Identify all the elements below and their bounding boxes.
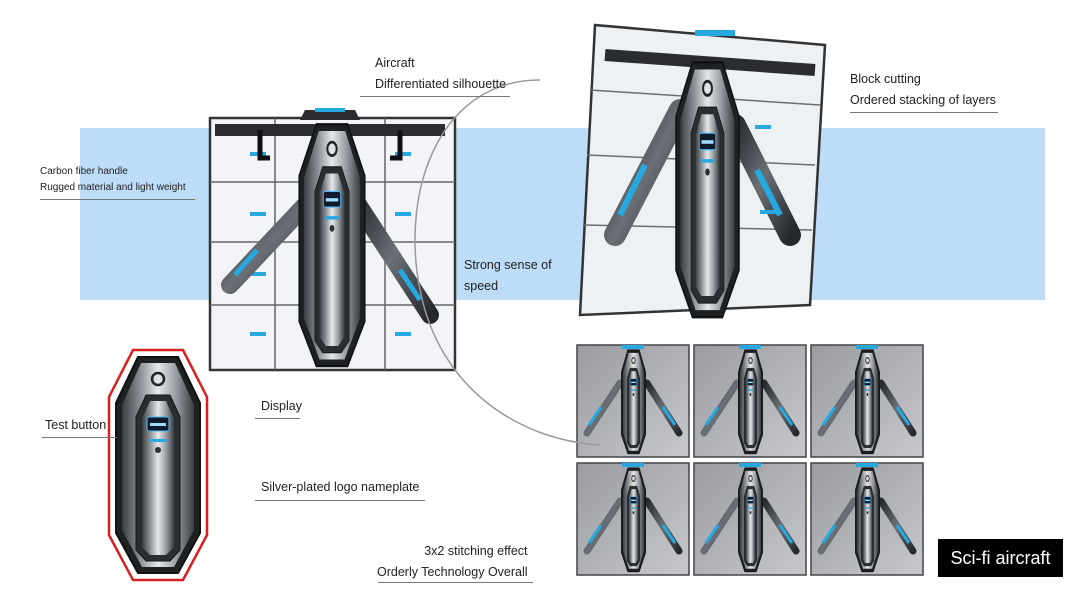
annotation-logo-plate: Silver-plated logo nameplate	[261, 480, 420, 494]
underline	[360, 96, 510, 97]
aircraft-perspective-sketch	[578, 23, 827, 319]
annotation-display: Display	[261, 399, 302, 413]
annotation-aircraft: Aircraft Differentiated silhouette	[375, 56, 507, 91]
aircraft-front-sketch	[208, 108, 457, 372]
annotation-stitching: 3x2 stitching effect Orderly Technology …	[377, 544, 528, 579]
annotation-block-cutting: Block cutting Ordered stacking of layers	[850, 72, 996, 107]
underline	[40, 199, 195, 200]
underline	[378, 582, 533, 583]
underline	[255, 418, 300, 419]
underline	[255, 500, 425, 501]
annotation-test-button: Test button	[45, 418, 107, 432]
stitching-grid-3x2	[575, 343, 925, 578]
underline	[42, 437, 117, 438]
annotation-carbon-handle: Carbon fiber handle Rugged material and …	[40, 166, 186, 193]
device-detail-sketch	[107, 348, 209, 582]
title-tag: Sci-fi aircraft	[938, 539, 1063, 577]
decorative-circle	[414, 79, 601, 446]
underline	[850, 112, 998, 113]
annotation-speed: Strong sense of speed	[464, 258, 552, 293]
